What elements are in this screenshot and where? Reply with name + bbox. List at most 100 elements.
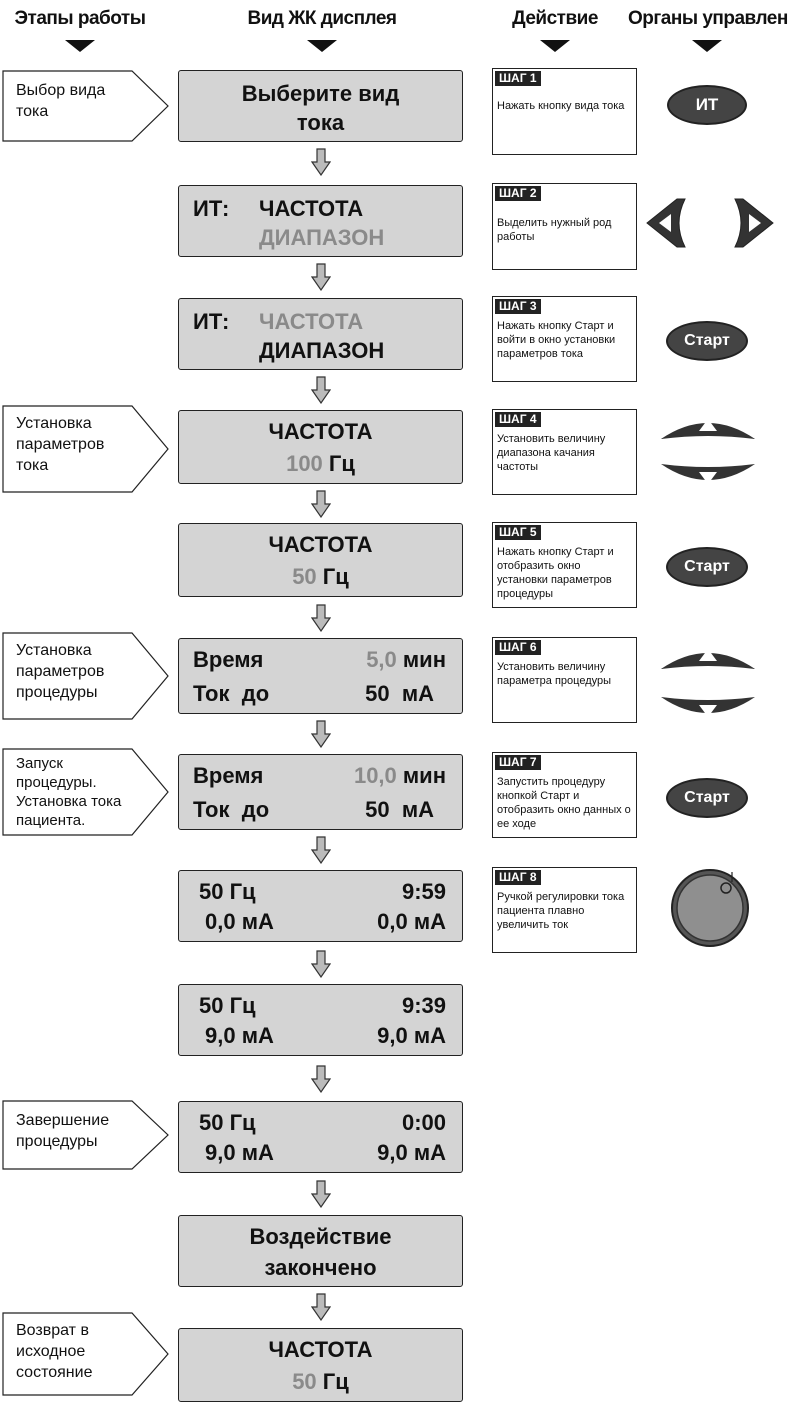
lcd-option-selected: ЧАСТОТА — [259, 196, 364, 221]
start-button[interactable]: Старт — [666, 778, 748, 818]
lcd-current-right: 9,0 мА — [377, 1023, 446, 1048]
step-3: ШАГ 3 Нажать кнопку Старт и войти в окно… — [492, 296, 637, 382]
lcd-unit: Гц — [322, 1369, 349, 1394]
down-arrow-icon — [311, 604, 331, 632]
left-arrow-icon[interactable] — [645, 197, 687, 249]
it-button[interactable]: ИТ — [667, 85, 747, 125]
lcd-value: 10,0 — [353, 763, 397, 788]
lcd-value-line: 50 мА — [365, 797, 434, 823]
stage-arrow-shape — [2, 1312, 169, 1396]
lcd-frequency: 50 Гц — [199, 879, 256, 904]
step-description: Нажать кнопку вида тока — [497, 100, 625, 112]
stage-label: Завершение процедуры — [16, 1112, 110, 1150]
lcd-label: Ток до — [193, 681, 270, 706]
lcd-value: 5,0 — [366, 647, 397, 672]
down-arrow-icon — [311, 1065, 331, 1093]
lcd-line: закончено — [264, 1255, 377, 1280]
step-8: ШАГ 8 Ручкой регулировки тока пациента п… — [492, 867, 637, 953]
header-controls: Органы управления — [628, 8, 788, 29]
lcd-value-line: 5,0 мин — [366, 647, 446, 673]
stage-label: Установка параметров процедуры — [16, 642, 105, 701]
lcd-unit: Гц — [322, 564, 349, 589]
step-4: ШАГ 4 Установить величину диапазона кача… — [492, 409, 637, 495]
stage-arrow-shape — [2, 748, 169, 836]
step-tag: ШАГ 1 — [495, 71, 541, 86]
step-tag: ШАГ 6 — [495, 640, 541, 655]
stage-procedure-start: Запуск процедуры. Установка тока пациент… — [2, 748, 172, 836]
lcd-value-line: 100 Гц — [179, 451, 462, 477]
step-tag: ШАГ 4 — [495, 412, 541, 427]
lcd-current-left: 0,0 мА — [205, 909, 274, 934]
lcd-value: 50 — [292, 564, 317, 589]
lcd-title: ЧАСТОТА — [268, 1337, 373, 1362]
start-button[interactable]: Старт — [666, 321, 748, 361]
down-arrow-icon[interactable] — [660, 695, 756, 725]
down-arrow-icon[interactable] — [660, 462, 756, 492]
lcd-option: ДИАПАЗОН — [259, 225, 385, 250]
step-tag: ШАГ 3 — [495, 299, 541, 314]
lcd-title: ЧАСТОТА — [268, 532, 373, 557]
stage-label: Запуск процедуры. Установка тока пациент… — [16, 755, 122, 829]
lcd-prefix: ИТ: — [193, 309, 230, 334]
start-button[interactable]: Старт — [666, 547, 748, 587]
lcd-unit: Гц — [328, 451, 355, 476]
lcd-display-running-000: 50 Гц 0:00 9,0 мА 9,0 мА — [178, 1101, 463, 1173]
down-arrow-icon — [311, 148, 331, 176]
stage-arrow-shape — [2, 405, 169, 493]
knob-icon[interactable] — [670, 868, 750, 948]
lcd-current-right: 9,0 мА — [377, 1140, 446, 1165]
step-description: Ручкой регулировки тока пациента плавно … — [497, 891, 625, 931]
lcd-display-initial-frequency: ЧАСТОТА 50 Гц — [178, 1328, 463, 1402]
stage-procedure-params: Установка параметров процедуры — [2, 632, 172, 720]
step-description: Нажать кнопку Старт и войти в окно устан… — [497, 320, 616, 360]
header-display: Вид ЖК дисплея — [247, 8, 397, 29]
up-arrow-icon[interactable] — [660, 411, 756, 441]
lcd-value: 50 — [292, 1369, 317, 1394]
lcd-label: Ток до — [193, 797, 270, 822]
step-7: ШАГ 7 Запустить процедуру кнопкой Старт … — [492, 752, 637, 838]
stage-label: Установка параметров тока — [16, 415, 105, 474]
up-arrow-icon[interactable] — [660, 641, 756, 671]
down-arrow-icon — [311, 376, 331, 404]
header-stages: Этапы работы — [14, 8, 146, 29]
lcd-display-time-10: Время 10,0 мин Ток до 50 мА — [178, 754, 463, 830]
step-5: ШАГ 5 Нажать кнопку Старт и отобразить о… — [492, 522, 637, 608]
lcd-current-right: 0,0 мА — [377, 909, 446, 934]
lcd-label: Время — [193, 647, 264, 672]
lcd-current-left: 9,0 мА — [205, 1140, 274, 1165]
lcd-display-frequency-50: ЧАСТОТА 50 Гц — [178, 523, 463, 597]
stage-current-type: Выбор вида тока — [2, 70, 172, 142]
stage-label: Возврат в исходное состояние — [16, 1322, 93, 1381]
stage-arrow-shape — [2, 1100, 169, 1170]
right-arrow-icon[interactable] — [733, 197, 775, 249]
lcd-unit: мин — [402, 763, 446, 788]
lcd-value: 50 — [365, 681, 390, 706]
lcd-label: Время — [193, 763, 264, 788]
step-2: ШАГ 2 Выделить нужный род работы — [492, 183, 637, 270]
step-description: Нажать кнопку Старт и отобразить окно ус… — [497, 546, 614, 600]
down-arrow-icon — [311, 720, 331, 748]
lcd-display-time-5: Время 5,0 мин Ток до 50 мА — [178, 638, 463, 714]
down-arrow-icon — [311, 1180, 331, 1208]
lcd-prefix: ИТ: — [193, 196, 230, 221]
header-display-arrow-icon — [307, 40, 337, 52]
step-description: Запустить процедуру кнопкой Старт и отоб… — [497, 776, 631, 830]
stage-return-initial: Возврат в исходное состояние — [2, 1312, 172, 1396]
down-arrow-icon — [311, 490, 331, 518]
lcd-current-left: 9,0 мА — [205, 1023, 274, 1048]
lcd-time: 0:00 — [401, 1110, 446, 1135]
lcd-unit: мА — [401, 681, 434, 706]
lcd-option-selected: ДИАПАЗОН — [259, 338, 385, 363]
lcd-unit: мА — [401, 797, 434, 822]
lcd-display-select-type: Выберите вид тока — [178, 70, 463, 142]
header-stages-arrow-icon — [65, 40, 95, 52]
lcd-display-frequency-100: ЧАСТОТА 100 Гц — [178, 410, 463, 484]
header-action-arrow-icon — [540, 40, 570, 52]
lcd-display-it-range: ИТ: ЧАСТОТА ДИАПАЗОН — [178, 298, 463, 370]
lcd-value: 100 — [286, 451, 323, 476]
stage-arrow-shape — [2, 70, 169, 142]
lcd-title: ЧАСТОТА — [268, 419, 373, 444]
step-tag: ШАГ 5 — [495, 525, 541, 540]
down-arrow-icon — [311, 1293, 331, 1321]
lcd-display-it-frequency: ИТ: ЧАСТОТА ДИАПАЗОН — [178, 185, 463, 257]
